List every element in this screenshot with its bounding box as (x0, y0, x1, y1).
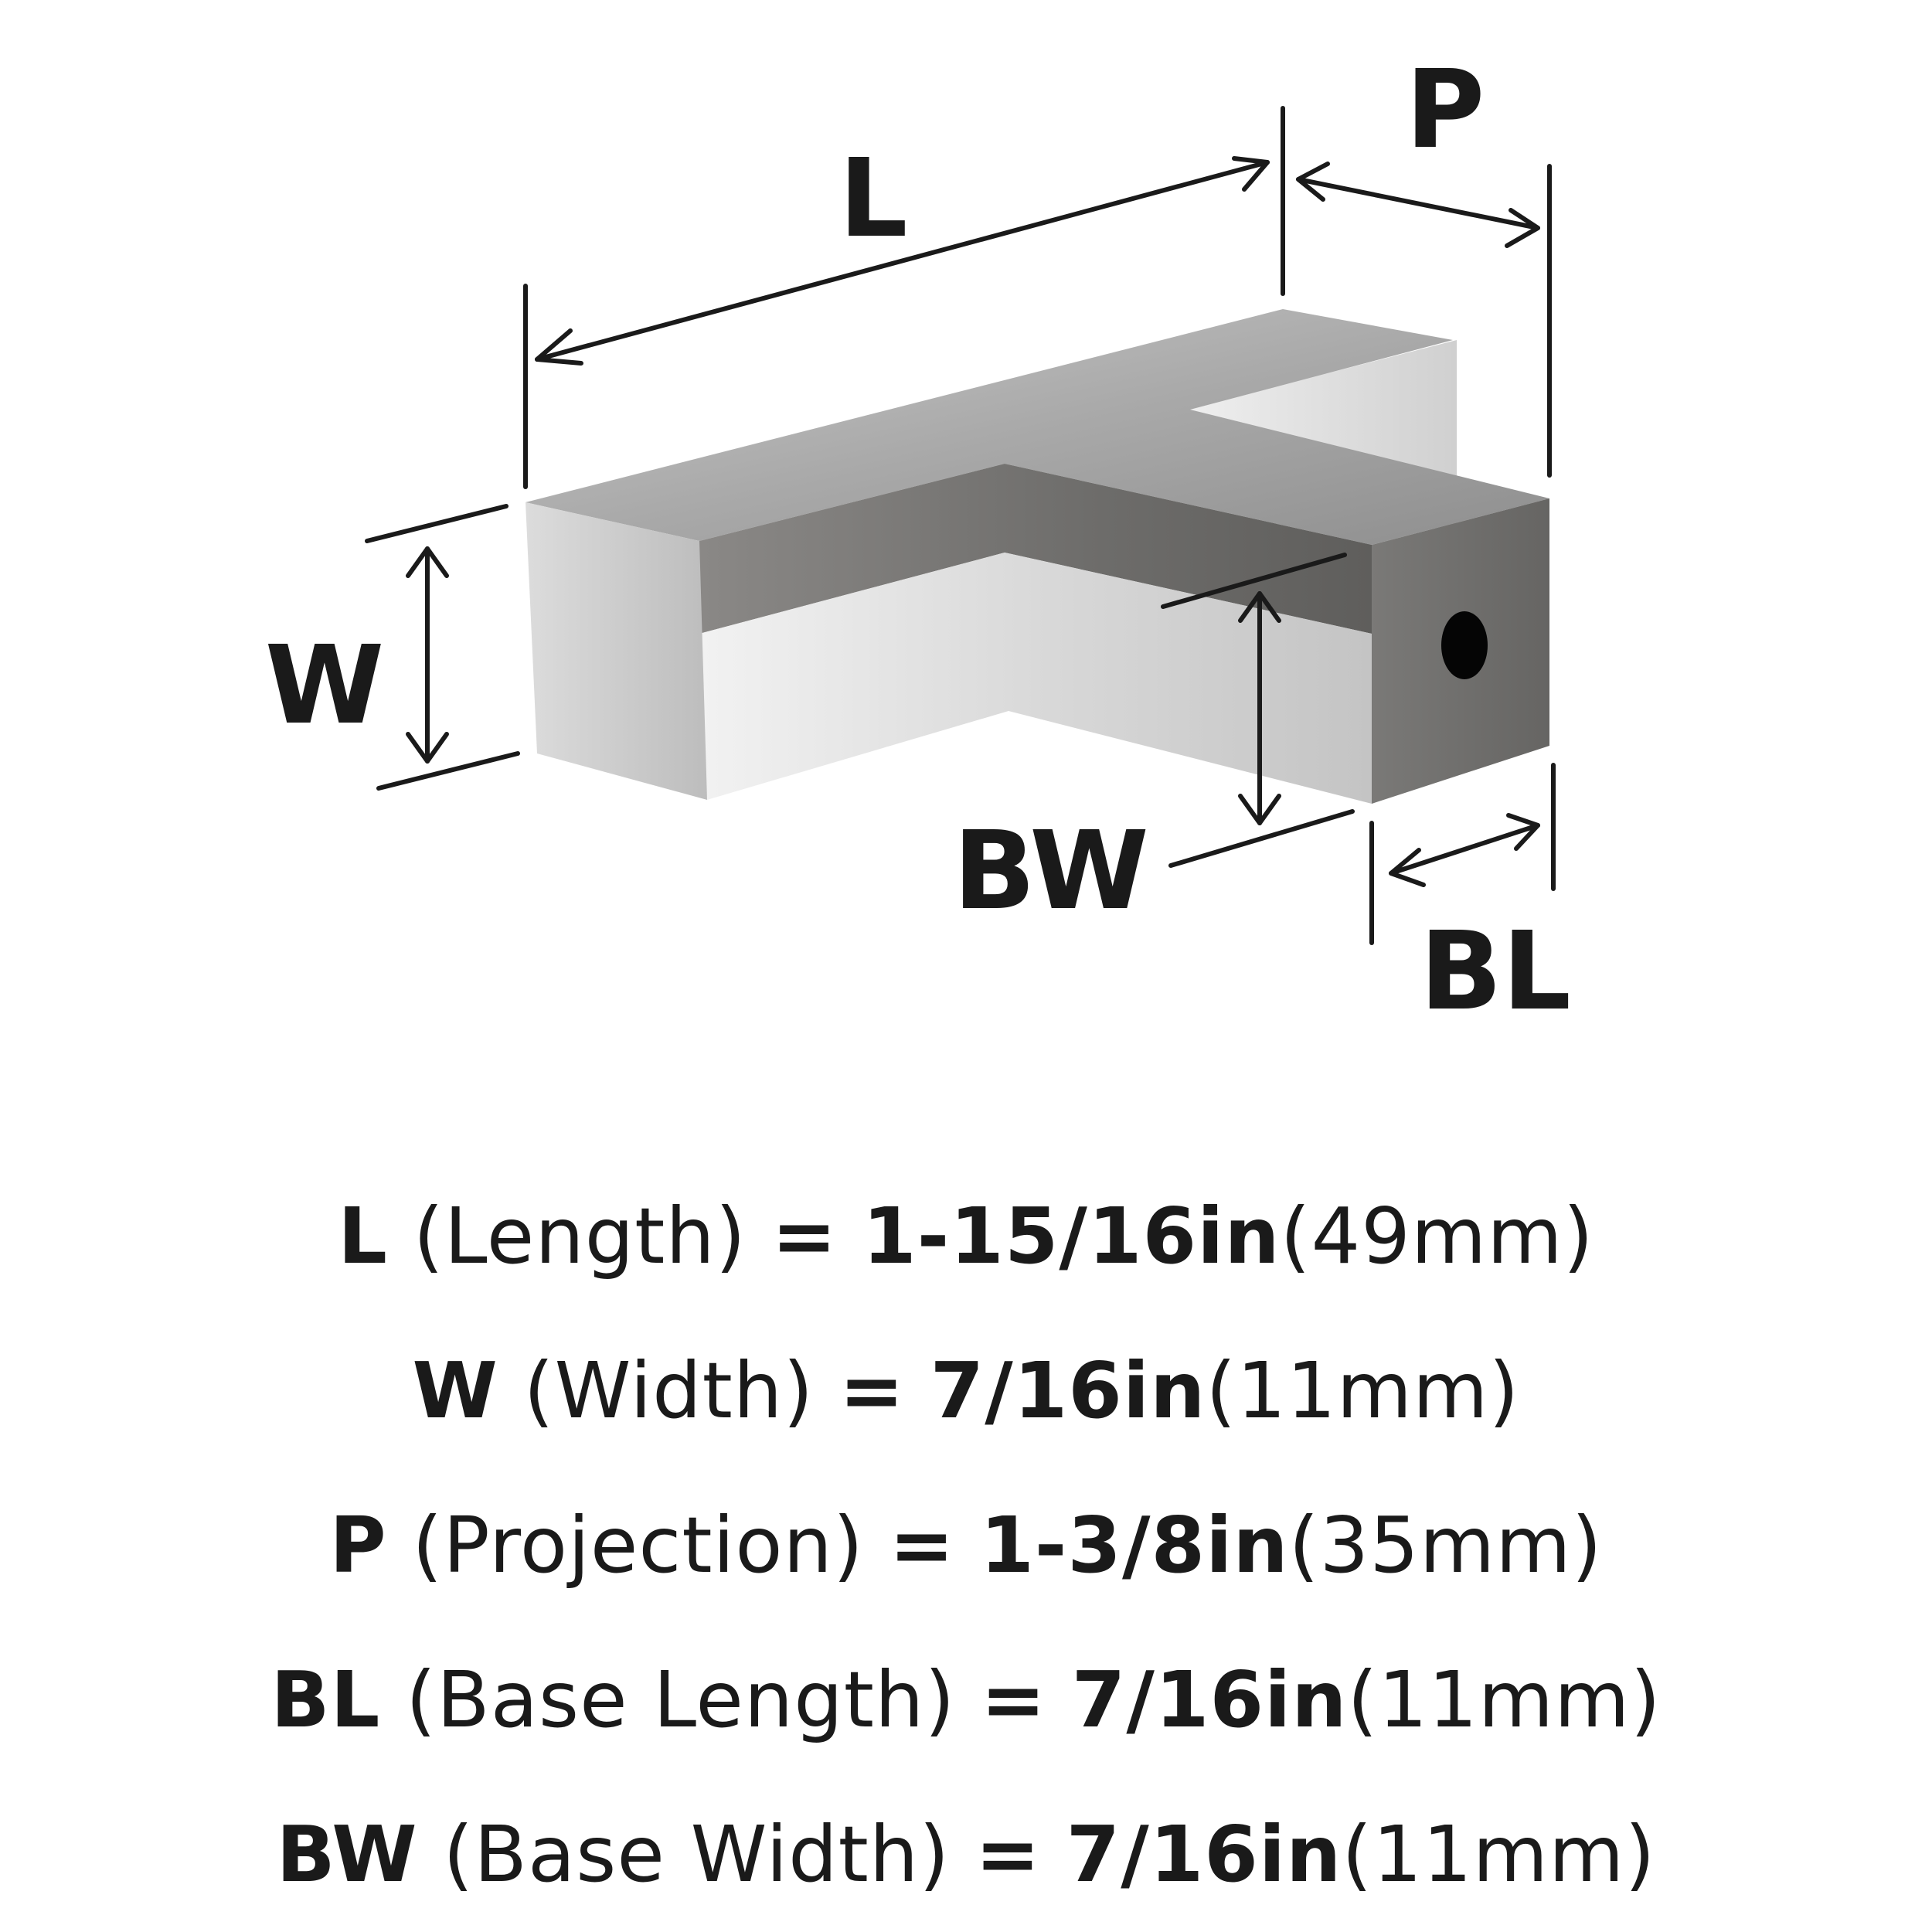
spec-inches: 7/16in (930, 1345, 1206, 1436)
dimension-spec-list: L (Length) = 1-15/16in(49mm) W (Width) =… (0, 1159, 1932, 1932)
dimension-length: L (523, 106, 1285, 489)
spec-name: (Base Width) (443, 1809, 951, 1900)
dimension-base-width: BW (953, 553, 1355, 934)
hardware-body (526, 309, 1549, 804)
dimension-base-length: BL (1369, 763, 1571, 1035)
spec-inches: 1-3/8in (980, 1500, 1289, 1590)
spec-name: (Width) (523, 1345, 815, 1436)
spec-code: BW (276, 1809, 418, 1900)
dimension-width: W (265, 504, 520, 791)
spec-mm: (11mm) (1342, 1809, 1656, 1900)
hardware-dimension-diagram: L P W BW BL (265, 47, 1571, 1035)
bar-long-face (699, 464, 1372, 634)
spec-row-width: W (Width) = 7/16in(11mm) (0, 1314, 1932, 1468)
mounting-hole (1441, 611, 1488, 679)
bar-end-face (526, 502, 707, 800)
spec-equals: = (975, 1809, 1041, 1900)
bar-lower-face (699, 553, 1372, 804)
spec-equals: = (771, 1191, 838, 1281)
spec-name: (Length) (413, 1191, 747, 1281)
label-BL: BL (1420, 909, 1571, 1035)
label-W: W (265, 623, 384, 749)
label-P: P (1406, 47, 1485, 173)
spec-name: (Projection) (412, 1500, 864, 1590)
spec-code: BL (270, 1655, 381, 1745)
spec-mm: (11mm) (1347, 1655, 1662, 1745)
spec-row-length: L (Length) = 1-15/16in(49mm) (0, 1159, 1932, 1314)
spec-code: P (329, 1500, 387, 1590)
spec-inches: 7/16in (1071, 1655, 1348, 1745)
spec-row-projection: P (Projection) = 1-3/8in(35mm) (0, 1468, 1932, 1623)
spec-equals: = (889, 1500, 955, 1590)
spec-inches: 1-15/16in (862, 1191, 1281, 1281)
label-L: L (838, 136, 907, 262)
spec-inches: 7/16in (1066, 1809, 1342, 1900)
spec-mm: (35mm) (1288, 1500, 1603, 1590)
spec-row-base-width: BW (Base Width) = 7/16in(11mm) (0, 1777, 1932, 1932)
spec-row-base-length: BL (Base Length) = 7/16in(11mm) (0, 1623, 1932, 1777)
spec-equals: = (981, 1655, 1046, 1745)
spec-code: W (412, 1345, 498, 1436)
label-BW: BW (953, 808, 1148, 934)
bar-top-surface (526, 309, 1549, 545)
spec-mm: (49mm) (1280, 1191, 1594, 1281)
spec-code: L (338, 1191, 389, 1281)
spec-equals: = (839, 1345, 905, 1436)
dimension-projection: P (1296, 47, 1552, 478)
spec-mm: (11mm) (1206, 1345, 1520, 1436)
spec-name: (Base Length) (406, 1655, 956, 1745)
